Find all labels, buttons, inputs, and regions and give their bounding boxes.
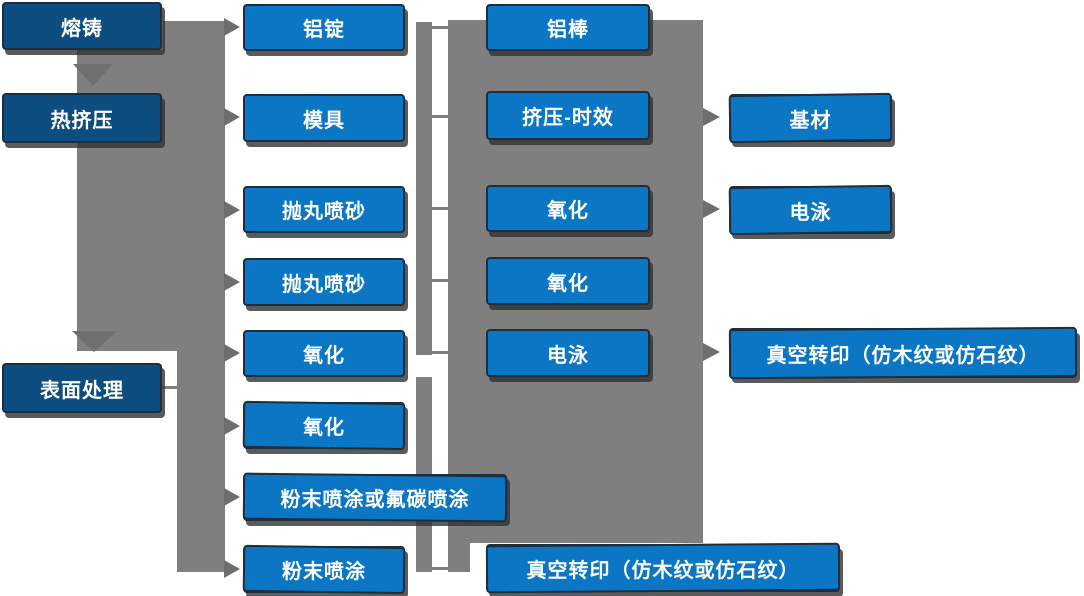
node-extrusion-aging: 挤压-时效 bbox=[486, 91, 650, 140]
node-label: 电泳 bbox=[789, 201, 832, 224]
arrow-to-shot-blasting-1-icon bbox=[224, 201, 240, 219]
node-electrophoresis-2: 电泳 bbox=[729, 186, 892, 234]
node-label: 粉末喷涂或氟碳喷涂 bbox=[280, 489, 470, 511]
node-electrophoresis-1: 电泳 bbox=[486, 329, 650, 377]
node-label: 真空转印（仿木纹或仿石纹） bbox=[526, 559, 800, 582]
node-label: 铝棒 bbox=[547, 19, 589, 41]
connector-mid-trunk-upper bbox=[416, 22, 432, 355]
node-aluminum-ingot: 铝锭 bbox=[243, 4, 405, 51]
node-label: 抛丸喷砂 bbox=[282, 273, 366, 296]
node-oxidation-3: 氧化 bbox=[486, 185, 650, 232]
connector-left-trunk-lower bbox=[177, 350, 225, 572]
node-label: 热挤压 bbox=[50, 109, 114, 132]
node-label: 表面处理 bbox=[40, 379, 124, 402]
arrow-to-oxidation-1-icon bbox=[224, 344, 240, 362]
node-vacuum-transfer-print-1: 真空转印（仿木纹或仿石纹） bbox=[486, 544, 840, 592]
node-oxidation-1: 氧化 bbox=[243, 330, 405, 377]
node-label: 粉末喷涂 bbox=[282, 561, 366, 583]
node-oxidation-2: 氧化 bbox=[243, 402, 405, 449]
node-label: 电泳 bbox=[547, 344, 589, 367]
node-label: 氧化 bbox=[303, 345, 345, 367]
connector-surface-treatment-stub bbox=[162, 386, 178, 389]
arrow-to-powder-fluorocarbon-icon bbox=[224, 488, 240, 506]
arrow-to-oxidation-2-icon bbox=[224, 417, 240, 435]
connector-right-band-foot bbox=[448, 543, 470, 572]
connector-stub-electrophoresis bbox=[432, 351, 448, 354]
node-label: 铝锭 bbox=[303, 19, 345, 41]
node-label: 模具 bbox=[303, 109, 345, 132]
connector-stub-vacuum-transfer bbox=[432, 567, 448, 570]
arrow-down-to-hot-extrusion-icon bbox=[73, 64, 113, 86]
arrow-to-base-material-icon bbox=[703, 108, 720, 126]
node-base-material: 基材 bbox=[729, 94, 892, 142]
node-shot-blasting-2: 抛丸喷砂 bbox=[243, 258, 405, 306]
connector-stub-extrusion-aging bbox=[432, 115, 448, 118]
node-label: 氧化 bbox=[303, 417, 345, 439]
node-label: 抛丸喷砂 bbox=[282, 201, 366, 223]
arrow-down-to-surface-treatment-icon bbox=[72, 331, 117, 352]
node-vacuum-transfer-print-2: 真空转印（仿木纹或仿石纹） bbox=[729, 328, 1077, 378]
arrow-to-aluminum-ingot-icon bbox=[224, 18, 240, 36]
node-powder-or-fluorocarbon-coating: 粉末喷涂或氟碳喷涂 bbox=[243, 474, 507, 521]
node-label: 氧化 bbox=[547, 200, 589, 222]
node-label: 氧化 bbox=[547, 272, 589, 295]
arrow-to-vacuum-transfer-out-icon bbox=[703, 343, 720, 361]
node-aluminum-rod: 铝棒 bbox=[486, 4, 650, 51]
node-label: 熔铸 bbox=[61, 17, 103, 40]
arrow-to-mold-icon bbox=[224, 108, 240, 126]
node-powder-coating: 粉末喷涂 bbox=[243, 546, 405, 593]
arrow-to-electrophoresis-out-icon bbox=[703, 200, 720, 218]
connector-stub-oxidation-a bbox=[432, 207, 448, 210]
node-label: 挤压-时效 bbox=[522, 107, 614, 129]
node-oxidation-4: 氧化 bbox=[486, 257, 650, 305]
node-hot-extrusion: 热挤压 bbox=[2, 93, 162, 143]
node-label: 基材 bbox=[789, 109, 832, 132]
node-shot-blasting-1: 抛丸喷砂 bbox=[243, 186, 405, 233]
connector-stub-aluminum-rod bbox=[432, 26, 448, 29]
arrow-to-powder-coating-icon bbox=[224, 560, 240, 578]
connector-stub-oxidation-b bbox=[432, 279, 448, 282]
node-melt-casting: 熔铸 bbox=[2, 2, 162, 50]
node-surface-treatment: 表面处理 bbox=[2, 363, 162, 413]
node-mold: 模具 bbox=[243, 94, 405, 142]
arrow-to-shot-blasting-2-icon bbox=[224, 273, 240, 291]
node-label: 真空转印（仿木纹或仿石纹） bbox=[766, 344, 1040, 367]
